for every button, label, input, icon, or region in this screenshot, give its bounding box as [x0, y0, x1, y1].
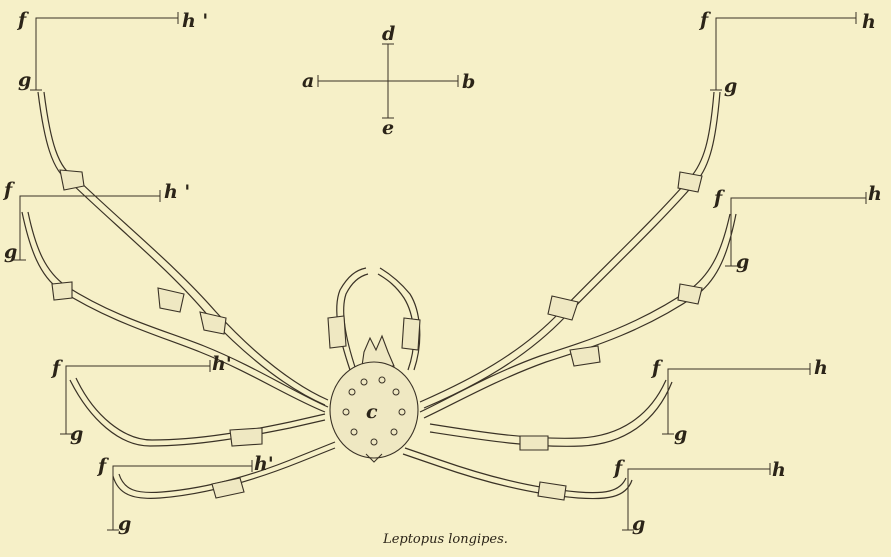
leg-left-4: [113, 442, 335, 498]
label-h: h': [254, 453, 274, 475]
label-a: a: [302, 70, 314, 92]
label-f: f: [16, 9, 29, 31]
label-f: f: [2, 179, 15, 201]
leg-right-1: [420, 92, 720, 408]
figure-caption: Leptopus longipes.: [0, 532, 891, 547]
label-h: h: [772, 459, 786, 481]
leg-right-4: [403, 448, 632, 500]
label-h: h': [212, 353, 232, 375]
diagram-labels: a b d e c f h ' g f h ' g f h' g f h' g …: [2, 9, 882, 535]
label-h: h: [868, 183, 882, 205]
label-d: d: [382, 23, 395, 45]
leg-left-3: [70, 378, 325, 446]
label-b: b: [462, 71, 475, 93]
orientation-cross: [318, 44, 458, 118]
label-g: g: [736, 251, 749, 273]
leg-right-3: [430, 380, 672, 450]
label-f: f: [650, 357, 663, 379]
label-f: f: [698, 9, 711, 31]
label-c: c: [366, 401, 378, 423]
label-f: f: [712, 187, 725, 209]
label-f: f: [50, 357, 63, 379]
label-h: h: [862, 11, 876, 33]
label-h: h ': [164, 181, 190, 203]
label-e: e: [382, 117, 394, 139]
label-f: f: [96, 455, 109, 477]
leg-left-2: [22, 212, 328, 412]
leg-left-1: [38, 92, 328, 405]
label-g: g: [4, 241, 17, 263]
label-g: g: [724, 75, 737, 97]
label-g: g: [70, 423, 83, 445]
label-h: h: [814, 357, 828, 379]
spider-body: [330, 336, 418, 462]
label-g: g: [18, 69, 31, 91]
label-g: g: [674, 423, 687, 445]
label-f: f: [612, 457, 625, 479]
label-h: h ': [182, 10, 208, 32]
